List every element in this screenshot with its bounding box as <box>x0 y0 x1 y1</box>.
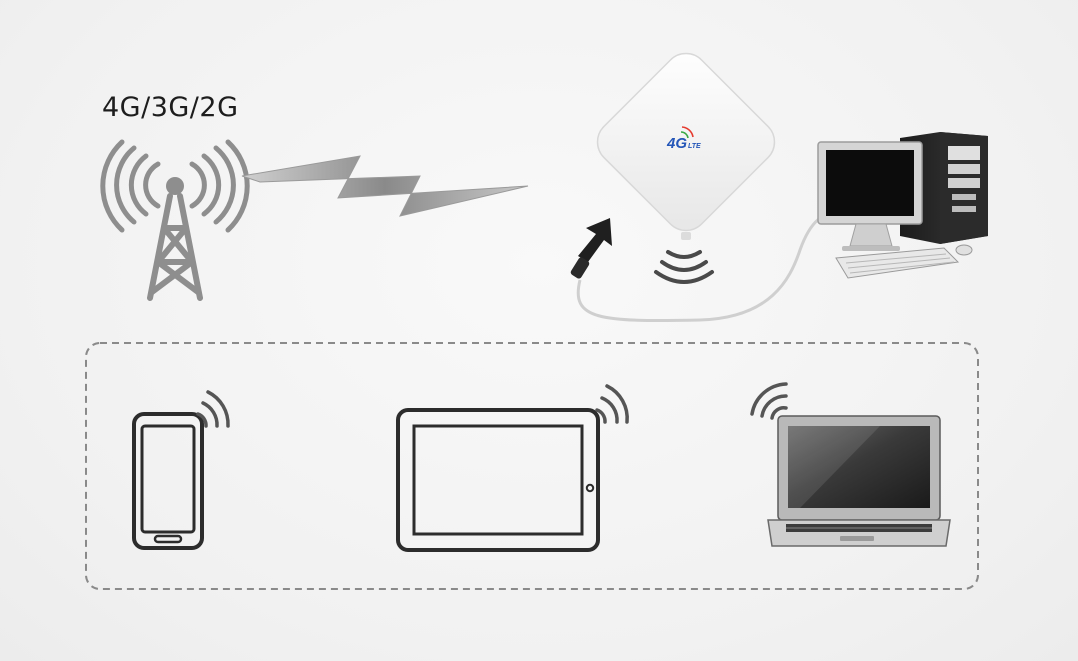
lightning-bolt-icon <box>241 155 529 217</box>
cell-tower-icon <box>100 139 250 301</box>
connect-arrow-icon <box>570 218 612 279</box>
network-generation-label: 4G/3G/2G <box>102 92 239 123</box>
desktop-computer-icon <box>817 132 988 279</box>
tablet-icon <box>396 408 600 552</box>
laptop-icon <box>767 415 951 547</box>
wifi-waves-icon <box>595 384 629 424</box>
wifi-waves-icon <box>196 390 230 428</box>
wifi-waves-icon <box>750 382 788 420</box>
antenna-cable <box>576 208 851 323</box>
panel-antenna-icon: 4G LTE <box>596 52 776 240</box>
smartphone-icon <box>132 412 204 550</box>
wifi-devices-group <box>85 342 979 590</box>
antenna-logo-lte: LTE <box>688 143 701 150</box>
wifi-waves-icon <box>654 250 714 284</box>
antenna-logo-4g: 4G <box>666 135 687 152</box>
